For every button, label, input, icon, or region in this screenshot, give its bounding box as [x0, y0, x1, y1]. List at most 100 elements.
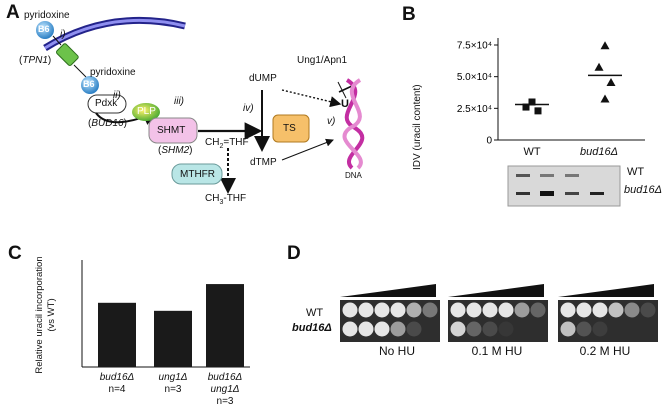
b6-label-top: B6 [38, 24, 50, 34]
b6-label-mid: B6 [83, 79, 95, 89]
b-point-bud16 [594, 62, 604, 71]
uracil-label: U [341, 98, 349, 110]
b6-molecule-top [36, 21, 54, 39]
b-ytick-label: 0 [486, 136, 492, 147]
b-xtick-bud16: bud16Δ [580, 146, 618, 158]
yeast-spot [342, 302, 358, 318]
tpn1-label: (TPN1) [19, 55, 52, 66]
yeast-spot [498, 302, 514, 318]
yeast-spot [342, 321, 358, 337]
ts-box [272, 114, 310, 143]
bud16-label: (BUD16) [88, 118, 127, 129]
pathway-diagram [36, 16, 365, 194]
yeast-spot [482, 302, 498, 318]
c-xtick-double: bud16Δ ung1Δ [207, 372, 243, 395]
d-row-wt: WT [306, 307, 324, 319]
yeast-spot [482, 321, 498, 337]
c-n-ung1: n=3 [164, 384, 182, 395]
yeast-spot [576, 302, 592, 318]
panel-label-c: C [8, 243, 22, 264]
tpn1-transporter [56, 43, 79, 66]
yeast-spot [450, 302, 466, 318]
yeast-spot [358, 321, 374, 337]
d-cond-02hu: 0.2 M HU [579, 344, 631, 358]
b-point-wt [528, 98, 536, 106]
yeast-spot [560, 302, 576, 318]
dilution-wedge [448, 284, 544, 297]
panel-label-b: B [402, 4, 416, 25]
uracil-bar-chart [81, 260, 250, 368]
b-ytick-label: 7.5×10⁴ [457, 41, 492, 52]
yeast-spot [592, 321, 608, 337]
c-bar [98, 302, 136, 367]
yeast-spot [498, 321, 514, 337]
b6-molecule-mid [81, 76, 99, 94]
ch2thf-label: CH2=THF [205, 137, 249, 150]
gel-label-bud16: bud16Δ [624, 184, 662, 196]
mthfr-label: MTHFR [180, 169, 215, 180]
b-xtick-wt: WT [523, 146, 541, 158]
c-xtick-ung1: ung1Δ [158, 372, 188, 383]
spot-assay [340, 284, 658, 342]
dtmp-label: dTMP [250, 157, 277, 168]
plp-molecule [132, 103, 160, 121]
b-point-bud16 [600, 41, 610, 50]
b-ytick-label: 2.5×10⁴ [457, 104, 492, 115]
yeast-spot [592, 302, 608, 318]
ung-label: Ung1/Apn1 [297, 55, 348, 66]
yeast-spot [406, 321, 422, 337]
c-bar [206, 284, 244, 367]
yeast-spot [406, 302, 422, 318]
yeast-spot [624, 302, 640, 318]
step-v-label: v) [327, 116, 336, 127]
dna-helix [342, 78, 365, 170]
b-point-bud16 [600, 94, 610, 103]
gel-image [507, 165, 621, 207]
yeast-spot [530, 302, 546, 318]
pyridoxine-label-mid: pyridoxine [90, 67, 136, 78]
step-ii-label: ii) [113, 90, 121, 101]
yeast-spot [640, 302, 656, 318]
yeast-spot [560, 321, 576, 337]
panel-label-a: A [6, 2, 20, 23]
dilution-wedge [340, 284, 436, 297]
c-bar [154, 310, 192, 367]
pdxk-label: Pdxk [95, 98, 118, 109]
c-ylabel: Relative uracil incorporation (vs WT) [34, 256, 57, 374]
b-ylabel: IDV (uracil content) [412, 84, 423, 170]
pdxk-box [87, 94, 127, 114]
shmt-label: SHMT [157, 125, 186, 136]
yeast-spot [390, 302, 406, 318]
dilution-wedge [558, 284, 654, 297]
pyridoxine-label-top: pyridoxine [24, 10, 70, 21]
gel-label-wt: WT [627, 166, 645, 178]
yeast-spot [514, 302, 530, 318]
yeast-spot [390, 321, 406, 337]
mthfr-box [171, 163, 223, 185]
shmt-box [148, 117, 198, 144]
panel-label-d: D [287, 243, 301, 264]
yeast-spot [466, 302, 482, 318]
dump-label: dUMP [249, 73, 277, 84]
shm2-label: (SHM2) [158, 145, 193, 156]
b-point-wt [534, 107, 542, 115]
c-xtick-bud16: bud16Δ [99, 372, 135, 383]
yeast-spot [358, 302, 374, 318]
d-cond-01hu: 0.1 M HU [471, 344, 523, 358]
b-ytick-label: 5.0×10⁴ [457, 72, 492, 83]
c-n-bud16: n=4 [108, 384, 126, 395]
yeast-spot [422, 302, 438, 318]
step-i-label: i) [60, 29, 66, 40]
d-cond-nohu: No HU [378, 344, 415, 358]
b-point-wt [522, 103, 530, 111]
plp-label: PLP [137, 106, 156, 117]
step-iv-label: iv) [243, 103, 254, 114]
yeast-spot [466, 321, 482, 337]
ch3thf-label: CH3-THF [205, 193, 247, 206]
c-n-double: n=3 [216, 396, 234, 407]
d-row-bud16: bud16Δ [292, 322, 332, 334]
ts-label: TS [283, 123, 296, 134]
yeast-spot [450, 321, 466, 337]
step-iii-label: iii) [174, 96, 184, 107]
yeast-spot [608, 302, 624, 318]
